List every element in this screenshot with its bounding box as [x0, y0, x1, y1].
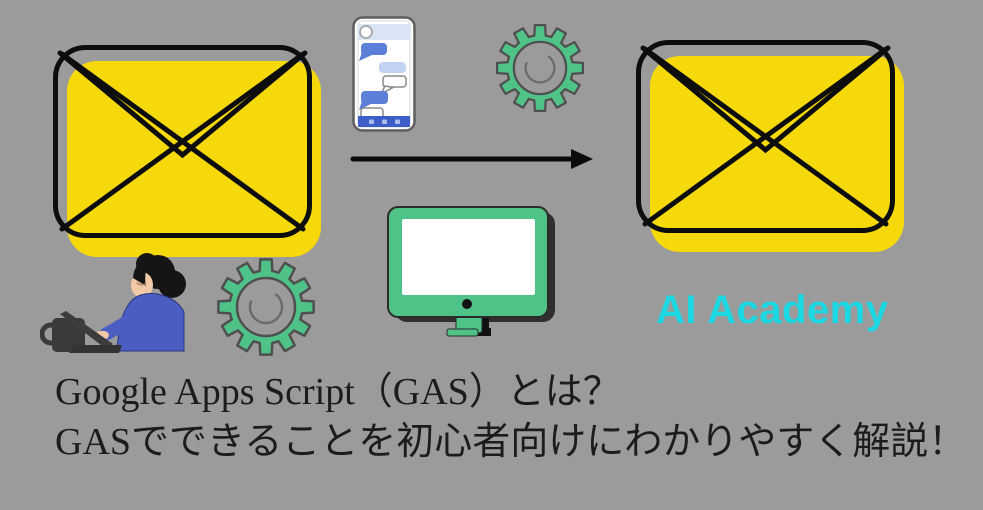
- gear-hole: [235, 276, 297, 338]
- laptop-icon: [60, 311, 122, 353]
- chat-bubbles: [359, 43, 407, 120]
- monitor-screen: [402, 219, 535, 295]
- arrow-right-icon: [350, 149, 593, 169]
- brand-text: AI Academy: [656, 288, 889, 332]
- gear-hole: [512, 40, 568, 96]
- gear-icon: [495, 23, 585, 113]
- envelope-icon: [53, 45, 321, 257]
- envelope-icon: [636, 40, 904, 252]
- desktop-monitor-icon: [387, 206, 555, 337]
- gear-icon: [217, 258, 315, 356]
- person: [93, 253, 186, 352]
- gear-inner-arc: [524, 52, 556, 84]
- phone-nav-buttons: [369, 119, 400, 124]
- title-line-1: Google Apps Script（GAS）とは？: [55, 371, 621, 413]
- envelope-outline: [636, 40, 895, 233]
- monitor-button: [462, 299, 472, 309]
- envelope-outline: [53, 45, 312, 238]
- chat-smartphone-icon: [352, 16, 416, 132]
- monitor-base: [446, 328, 479, 337]
- avatar: [359, 25, 373, 39]
- title-line-2: GASでできることを初心者向けにわかりやすく解説！: [55, 421, 967, 463]
- person-typing-on-laptop-illustration: [40, 253, 186, 353]
